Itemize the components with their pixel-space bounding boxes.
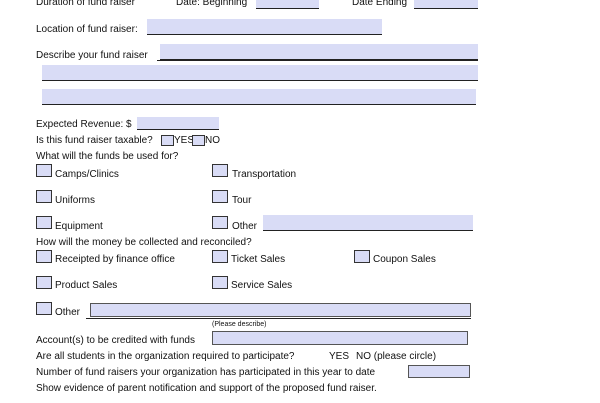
number-fundraisers-field[interactable] [408,365,470,378]
finance-office-label: Receipted by finance office [55,254,175,265]
expected-revenue-label: Expected Revenue: $ [36,119,132,130]
service-sales-label: Service Sales [231,280,293,291]
collection-other-checkbox[interactable] [36,302,52,315]
collection-other-field[interactable] [90,303,471,317]
coupon-sales-checkbox[interactable] [354,250,370,263]
taxable-yes-label: YES [174,135,195,146]
camps-checkbox[interactable] [36,164,52,177]
collection-other-underline [86,318,471,319]
describe-label: Describe your fund raiser [36,50,148,61]
taxable-label: Is this fund raiser taxable? [36,135,153,146]
taxable-no-label: NO [205,135,220,146]
students-no-option[interactable]: NO (please circle) [356,351,437,362]
uniforms-checkbox[interactable] [36,190,52,203]
evidence-label: Show evidence of parent notification and… [36,383,377,394]
finance-office-checkbox[interactable] [36,250,52,263]
describe-field-2[interactable] [42,65,478,81]
ticket-sales-label: Ticket Sales [231,254,286,265]
describe-underline-1 [157,60,478,61]
service-sales-checkbox[interactable] [212,276,228,289]
location-label: Location of fund raiser: [36,24,138,35]
accounts-field[interactable] [212,331,468,345]
location-field[interactable] [147,19,382,35]
camps-label: Camps/Clinics [55,169,119,180]
accounts-label: Account(s) to be credited with funds [36,335,195,346]
date-ending-field[interactable] [414,0,478,9]
duration-label: Duration of fund raiser [36,0,135,8]
equipment-checkbox[interactable] [36,216,52,229]
students-yes-option[interactable]: YES [329,351,350,362]
expected-revenue-field[interactable] [137,117,219,130]
transportation-checkbox[interactable] [212,164,228,177]
funds-use-label: What will the funds be used for? [36,151,179,162]
describe-field-1[interactable] [160,44,478,60]
taxable-no-checkbox[interactable] [192,135,205,146]
taxable-yes-checkbox[interactable] [161,135,174,146]
use-other-checkbox[interactable] [212,216,228,229]
students-required-label: Are all students in the organization req… [36,351,295,362]
product-sales-checkbox[interactable] [36,276,52,289]
coupon-sales-label: Coupon Sales [373,254,436,265]
use-other-field[interactable] [263,215,473,231]
number-fundraisers-label: Number of fund raisers your organization… [36,367,376,378]
ticket-sales-checkbox[interactable] [212,250,228,263]
uniforms-label: Uniforms [55,195,96,206]
describe-field-3[interactable] [42,89,476,105]
please-describe-note: (Please describe) [212,321,267,328]
collection-other-label: Other [55,307,81,318]
use-other-label: Other [232,221,258,232]
equipment-label: Equipment [55,221,103,232]
tour-label: Tour [232,195,252,206]
collection-label: How will the money be collected and reco… [36,237,252,248]
date-ending-label: Date Ending [352,0,408,8]
product-sales-label: Product Sales [55,280,118,291]
tour-checkbox[interactable] [212,190,228,203]
date-beginning-field[interactable] [256,0,319,9]
transportation-label: Transportation [232,169,297,180]
date-beginning-label: Date: Beginning [176,0,248,8]
